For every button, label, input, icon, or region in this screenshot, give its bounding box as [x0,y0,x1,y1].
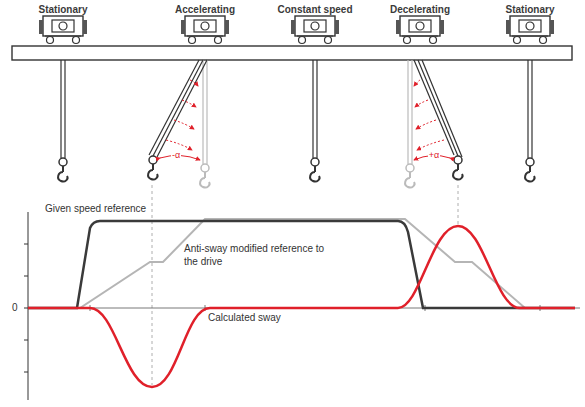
state-heading: Decelerating [390,4,450,17]
angle-label: +α [428,150,440,161]
state-heading: Stationary [506,4,555,17]
axis-value: 0 [12,302,18,315]
state-heading: Accelerating [175,4,235,17]
curve-label: Anti-sway modified reference to the driv… [184,243,334,268]
angle-label: -α [171,150,181,161]
state-heading: Constant speed [277,4,352,17]
curve-label: Calculated sway [208,312,281,325]
state-heading: Stationary [39,4,88,17]
curve-label: Given speed reference [45,203,146,216]
